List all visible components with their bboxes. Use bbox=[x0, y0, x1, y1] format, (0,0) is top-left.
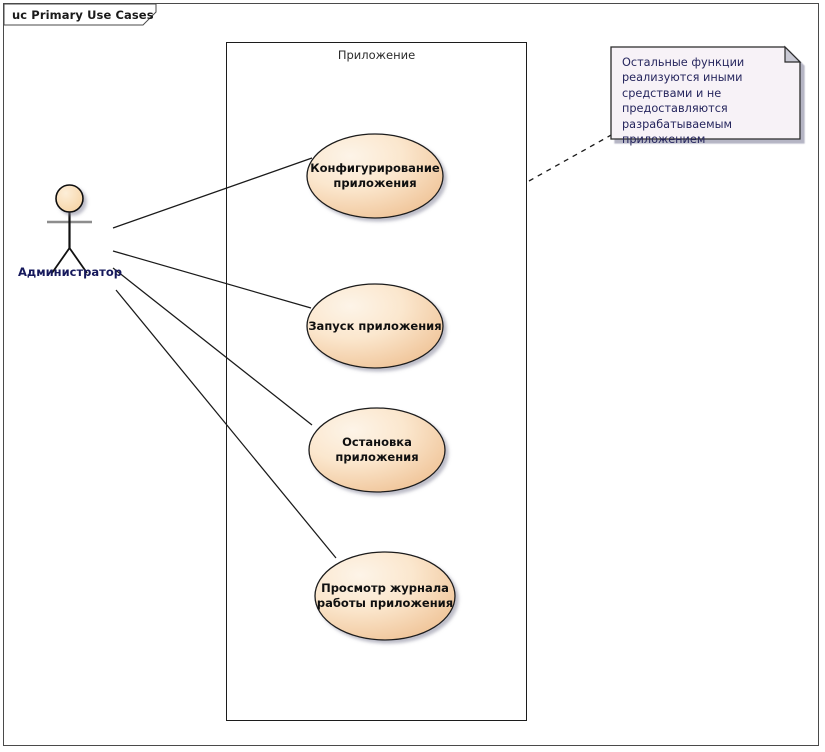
use-case-ellipse-start[interactable] bbox=[306, 283, 444, 369]
use-case-ellipse-view-log[interactable] bbox=[314, 551, 456, 641]
note-text: Остальные функции реализуются иными сред… bbox=[622, 56, 745, 147]
frame-tab: uc Primary Use Cases bbox=[4, 4, 154, 25]
note-box[interactable] bbox=[610, 45, 802, 140]
note-body-shape bbox=[610, 46, 801, 140]
system-boundary-box[interactable] bbox=[226, 42, 527, 721]
association-line-start[interactable] bbox=[112, 250, 312, 309]
use-case-ellipse-stop[interactable] bbox=[308, 407, 446, 493]
frame-tab-polygon bbox=[3, 3, 157, 26]
actor-administrator[interactable] bbox=[47, 184, 92, 274]
actor-leg-right bbox=[68, 247, 88, 274]
association-line-stop[interactable] bbox=[112, 267, 313, 426]
actor-head-icon bbox=[55, 184, 84, 213]
frame-tab-label: uc Primary Use Cases bbox=[12, 7, 154, 22]
system-boundary-label: Приложение bbox=[337, 48, 416, 62]
diagram-frame bbox=[3, 3, 819, 746]
association-line-configure[interactable] bbox=[112, 157, 313, 229]
note-anchor-dashed-line bbox=[528, 133, 614, 182]
use-case-ellipse-configure[interactable] bbox=[306, 133, 444, 219]
use-case-ellipses bbox=[306, 133, 456, 641]
association-line-view-log[interactable] bbox=[115, 289, 337, 559]
actor-leg-left bbox=[51, 247, 71, 274]
note-folded-corner-icon bbox=[784, 45, 802, 63]
actor-label: Администратор bbox=[18, 265, 122, 279]
association-lines bbox=[112, 157, 337, 559]
